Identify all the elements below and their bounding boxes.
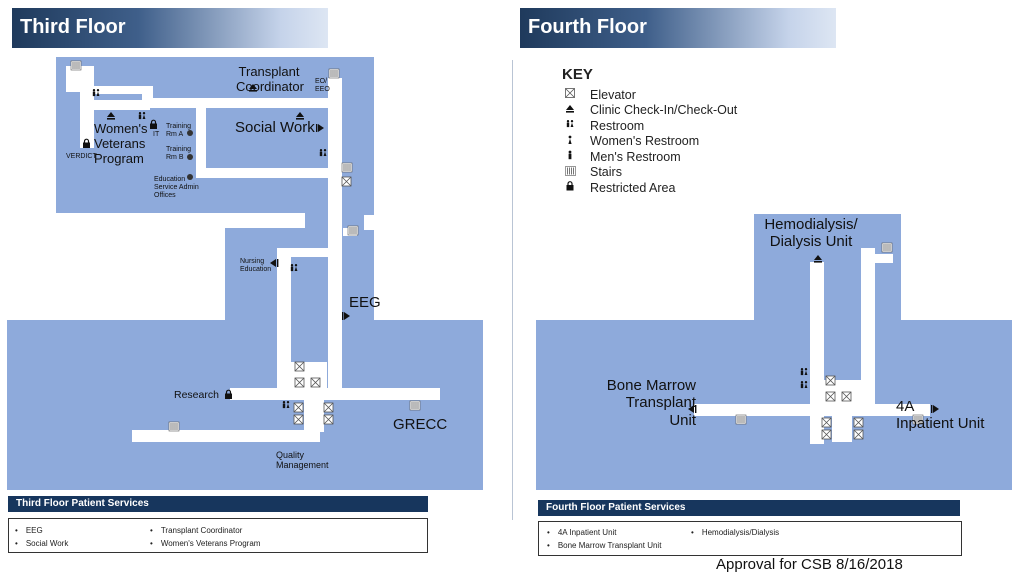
lock-icon [562, 181, 578, 194]
key-label: Clinic Check-In/Check-Out [590, 103, 738, 118]
key-row-restricted: Restricted Area [562, 180, 737, 196]
label-it: IT [153, 131, 160, 138]
service-item: Women's Veterans Program [150, 539, 261, 548]
key-label: Elevator [590, 87, 636, 102]
fourth-floor-header: Fourth Floor [520, 8, 836, 48]
third-floor-services-list: EEG Social Work Transplant Coordinator W… [8, 518, 428, 553]
service-item: 4A Inpatient Unit [547, 528, 617, 537]
label-verdict: VERDICT [66, 153, 97, 160]
third-floor-services-header: Third Floor Patient Services [8, 496, 428, 512]
key-label: Men's Restroom [590, 149, 681, 164]
label-4a-inpatient: 4A Inpatient Unit [896, 398, 985, 433]
third-floor-title: Third Floor [20, 16, 126, 38]
service-item: EEG [15, 526, 43, 535]
key-label: Stairs [590, 165, 622, 180]
label-training-rm-b: Training Rm B [166, 146, 192, 162]
key-row-elevator: Elevator [562, 87, 737, 103]
third-floor-plan [7, 57, 483, 490]
fourth-floor-plan [536, 214, 1012, 490]
key-label: Restroom [590, 118, 645, 133]
key-row-clinic-check-in: Clinic Check-In/Check-Out [562, 103, 737, 119]
label-research: Research [174, 389, 219, 401]
floor-divider [512, 60, 513, 520]
fourth-floor-title: Fourth Floor [528, 16, 647, 38]
approval-footer: Approval for CSB 8/16/2018 [716, 556, 903, 573]
label-education-offices: Education Service Admin Offices [154, 176, 199, 200]
map-key: KEY Elevator Clinic Check-In/Check-Out R… [562, 66, 737, 196]
key-title: KEY [562, 66, 593, 83]
key-row-mens-restroom: Men's Restroom [562, 149, 737, 165]
key-row-restroom: Restroom [562, 118, 737, 134]
label-womens-veterans-program: Women's Veterans Program [94, 121, 148, 166]
service-item: Social Work [15, 539, 69, 548]
label-quality-management: Quality Management [276, 450, 329, 471]
key-label: Women's Restroom [590, 134, 700, 149]
elevator-icon [562, 88, 578, 101]
mens-restroom-icon [562, 150, 578, 163]
label-bone-marrow: Bone Marrow Transplant Unit [606, 377, 696, 429]
fourth-floor-services-list: 4A Inpatient Unit Bone Marrow Transplant… [538, 521, 962, 556]
third-floor-header: Third Floor [12, 8, 328, 48]
label-nursing-education: Nursing Education [240, 258, 272, 274]
key-row-stairs: Stairs [562, 165, 737, 181]
label-training-rm-a: Training Rm A [166, 123, 192, 139]
stairs-icon [562, 165, 578, 179]
womens-restroom-icon [562, 135, 578, 148]
service-item: Transplant Coordinator [150, 526, 243, 535]
key-label: Restricted Area [590, 180, 676, 195]
label-eo-eeo: EO/ EEO [315, 78, 330, 94]
label-grecc: GRECC [393, 416, 448, 433]
clinic-check-in-icon [562, 104, 578, 117]
restroom-icon [562, 119, 578, 132]
service-item: Bone Marrow Transplant Unit [547, 541, 662, 550]
label-transplant-coordinator: Transplant Coordinator [236, 64, 304, 94]
fourth-floor-services-header: Fourth Floor Patient Services [538, 500, 960, 516]
key-row-womens-restroom: Women's Restroom [562, 134, 737, 150]
label-hemodialysis: Hemodialysis/ Dialysis Unit [764, 216, 858, 251]
label-eeg: EEG [349, 294, 381, 311]
label-social-work: Social Work [235, 119, 315, 136]
service-item: Hemodialysis/Dialysis [691, 528, 779, 537]
